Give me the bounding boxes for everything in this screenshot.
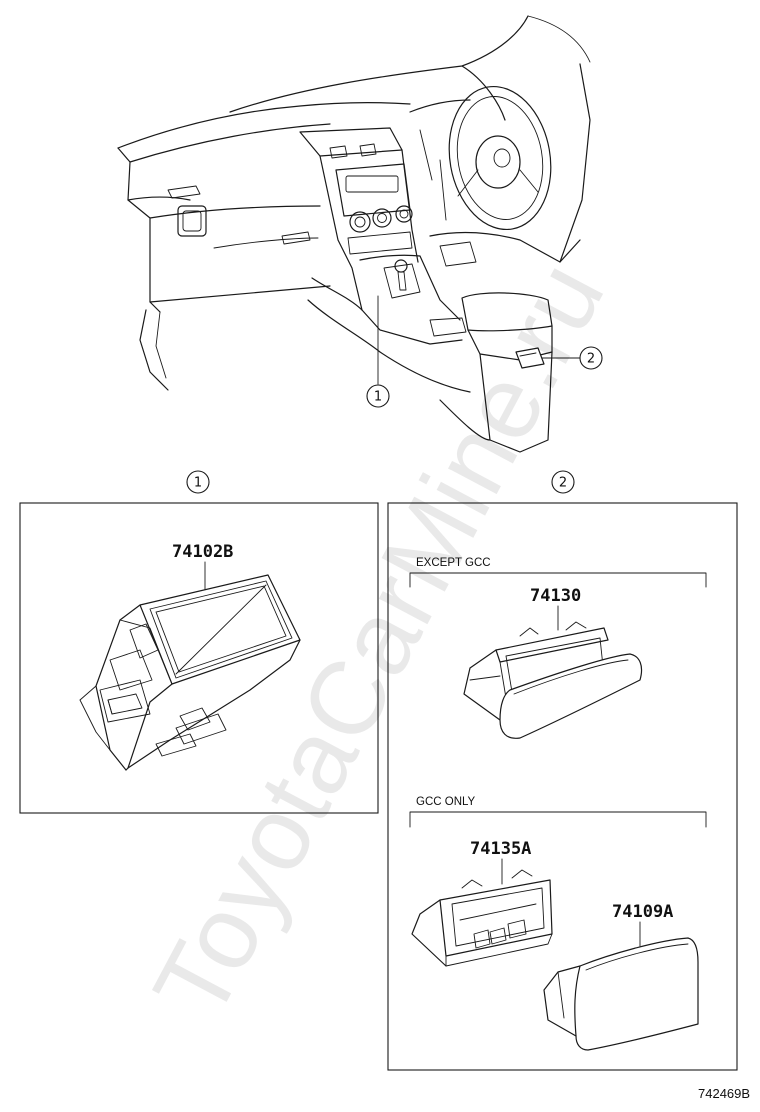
part-drawing-74102B: [79, 574, 301, 771]
callout-1-overview: 1: [366, 384, 390, 408]
callout-1-overview-label: 1: [374, 390, 382, 405]
part-number-74109A: 74109A: [612, 902, 673, 922]
panel-1-header-label: 1: [194, 476, 202, 491]
panel-2-header-label: 2: [559, 476, 567, 491]
panel-2-frame: [387, 502, 738, 1071]
variant-label-gcc-only: GCC ONLY: [416, 796, 476, 808]
panel-1-header: 1: [186, 470, 210, 494]
part-drawing-74109A: [543, 937, 699, 1051]
diagram-code: 742469B: [698, 1086, 750, 1101]
part-drawing-74130: [463, 621, 643, 739]
part-number-74130: 74130: [530, 586, 581, 606]
panel-1-frame: [19, 502, 379, 814]
callout-2-overview: 2: [579, 346, 603, 370]
dashboard-overview: [117, 15, 591, 453]
panel-2-header: 2: [551, 470, 575, 494]
variant-label-except-gcc: EXCEPT GCC: [416, 557, 491, 569]
part-number-74102B: 74102B: [172, 542, 233, 562]
variant-bracket-except-gcc: [409, 572, 707, 588]
callout-2-overview-label: 2: [587, 352, 595, 367]
part-number-74135A: 74135A: [470, 839, 531, 859]
part-drawing-74135A: [411, 869, 553, 967]
variant-bracket-gcc-only: [409, 811, 707, 828]
